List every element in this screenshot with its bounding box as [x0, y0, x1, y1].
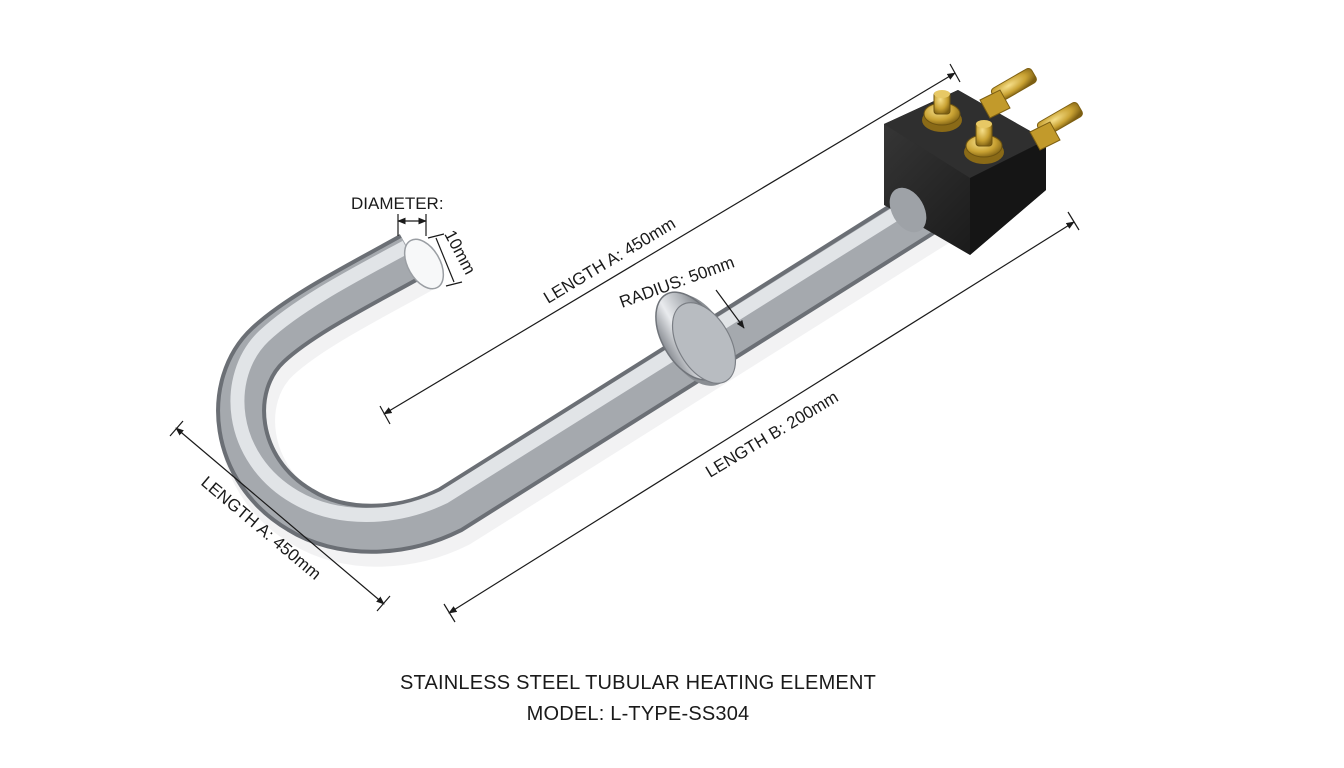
- dim-line-length-a-left: [175, 427, 385, 605]
- terminal-stud-1: [979, 67, 1037, 119]
- steel-tube: [216, 186, 951, 567]
- length-b-label: LENGTH B: 200mm: [702, 387, 841, 481]
- diameter-label: DIAMETER:: [351, 194, 444, 213]
- dimension-lines: [169, 63, 1080, 623]
- caption-model: MODEL: L-TYPE-SS304: [526, 703, 750, 725]
- radius-leader: [715, 289, 745, 329]
- terminal-nut-2: [964, 120, 1004, 164]
- dim-line-length-b: [448, 221, 1075, 614]
- diameter-value-label: 10mm: [440, 227, 479, 278]
- caption-title: STAINLESS STEEL TUBULAR HEATING ELEMENT: [399, 672, 877, 694]
- terminal-block: [884, 90, 1046, 255]
- terminal-stud-2: [1029, 101, 1083, 151]
